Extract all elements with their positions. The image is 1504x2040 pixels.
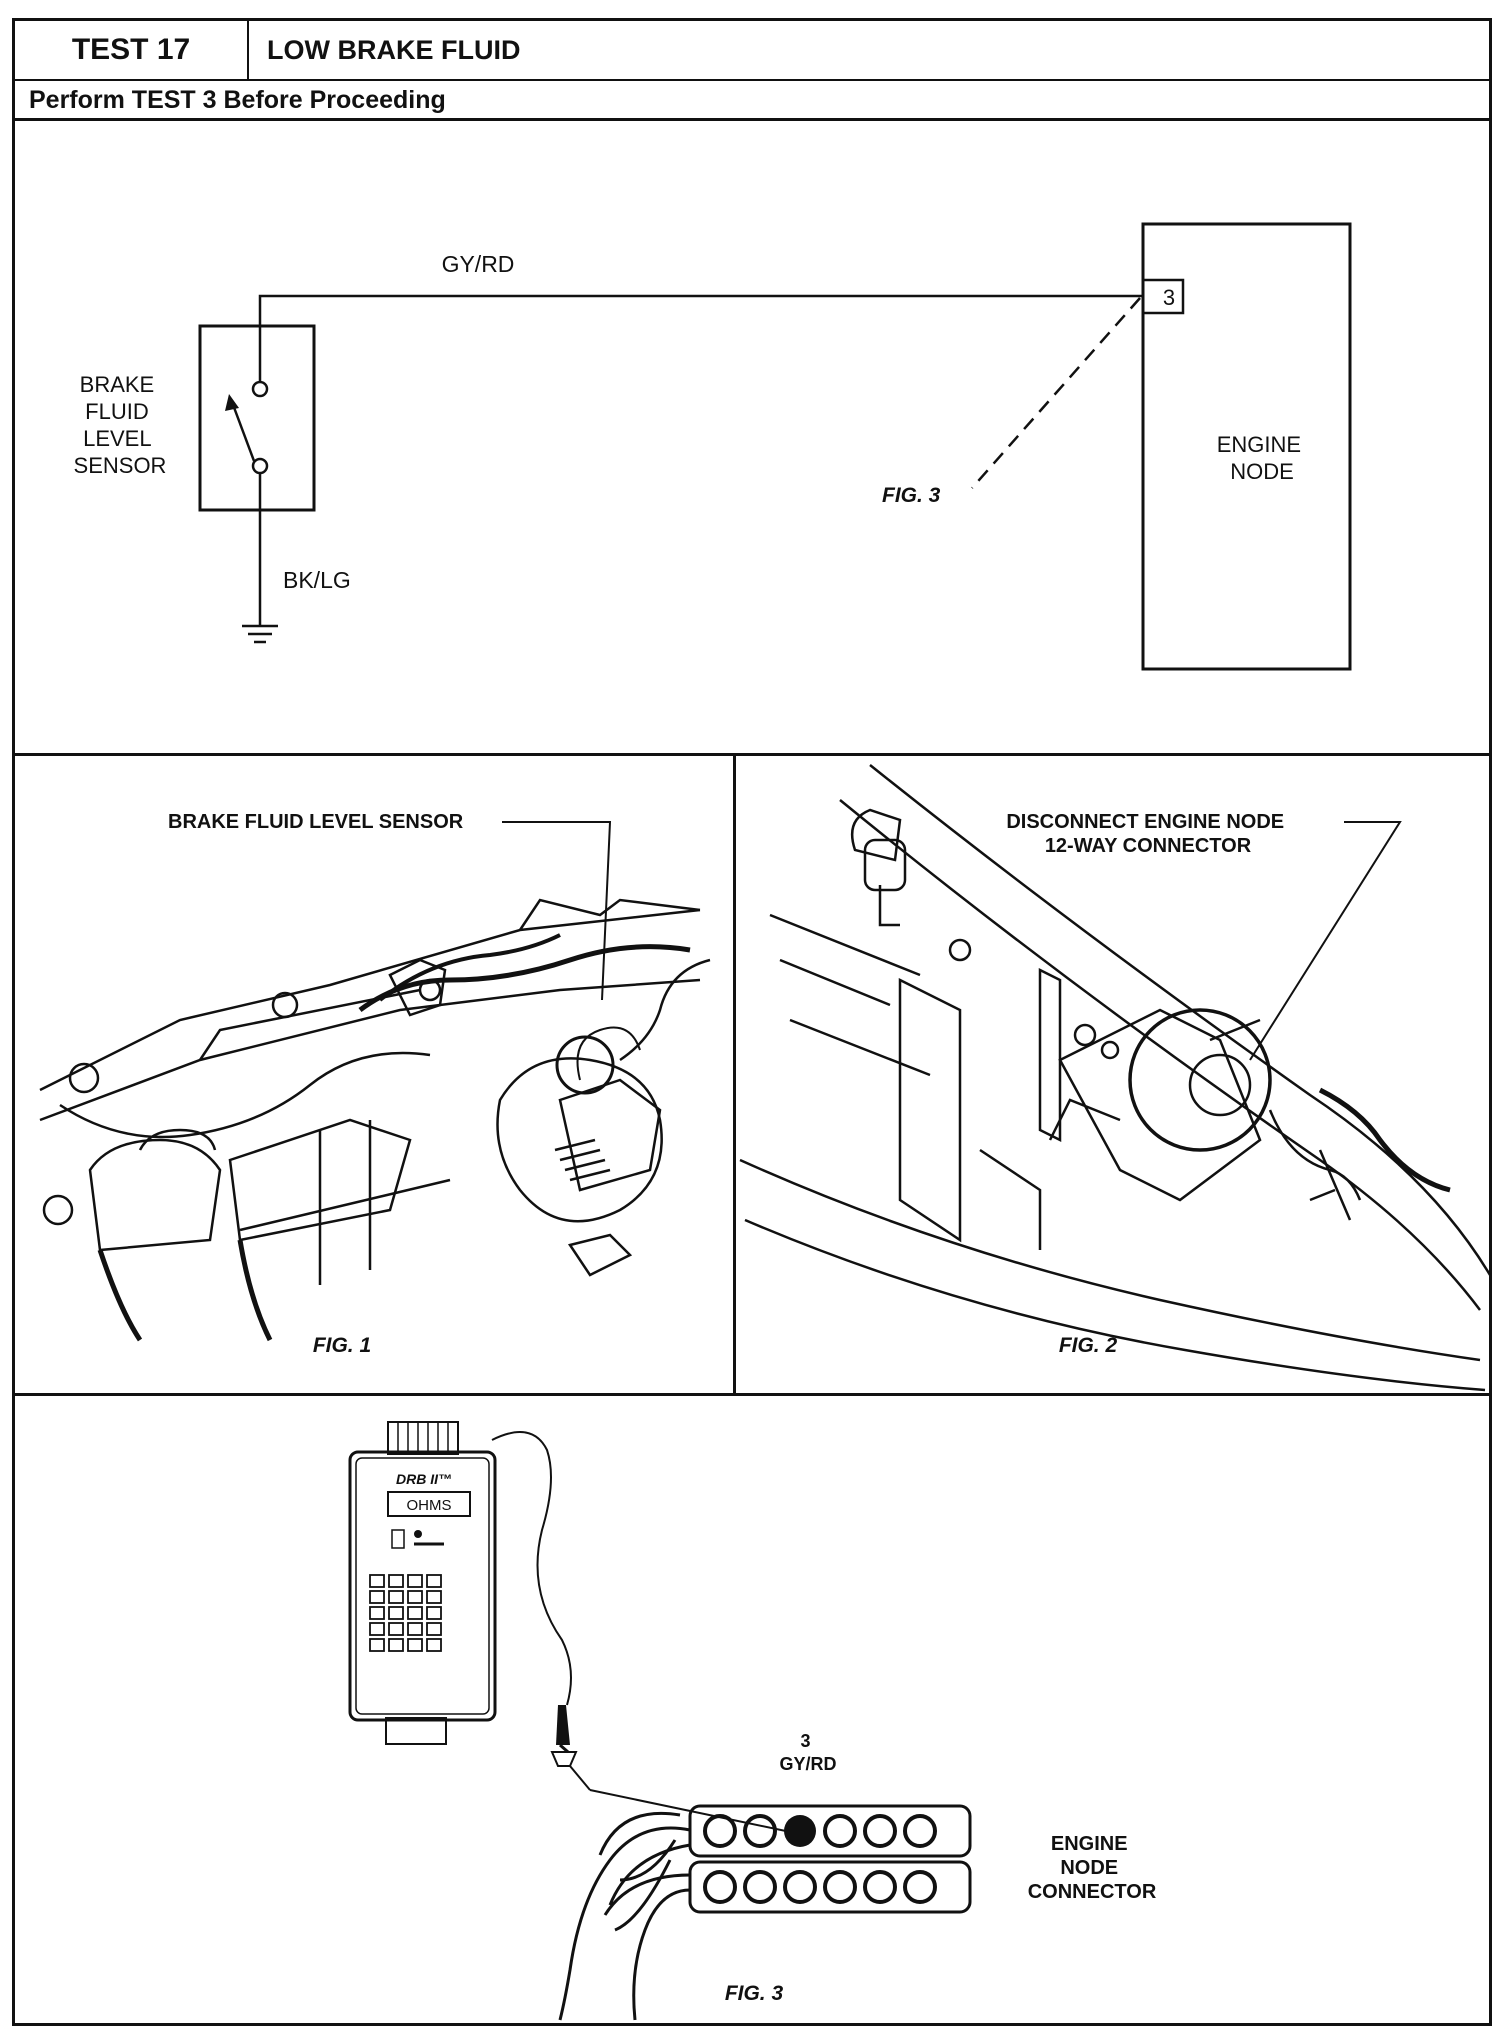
pin-callout-number: 3 xyxy=(800,1731,810,1751)
probe-wire xyxy=(589,1789,801,1835)
wire-label-bk-lg: BK/LG xyxy=(283,567,351,593)
fig3-reference: FIG. 3 xyxy=(882,484,941,507)
sensor-label-line: BRAKE xyxy=(80,372,155,397)
fig1-leader xyxy=(502,821,612,1001)
fig3-panel: DRB II™ OHMS xyxy=(348,1421,1157,2021)
connector-label-line: ENGINE xyxy=(1051,1833,1128,1855)
fig2-callout-line: DISCONNECT ENGINE NODE xyxy=(1006,811,1284,833)
fig2-callout: DISCONNECT ENGINE NODE 12-WAY CONNECTOR xyxy=(1006,811,1289,857)
tester-keypad xyxy=(369,1574,442,1652)
fig1-callout: BRAKE FLUID LEVEL SENSOR xyxy=(168,811,464,833)
fig2-leader xyxy=(1249,821,1402,1061)
pin-number: 3 xyxy=(1163,285,1175,310)
ground-icon xyxy=(242,624,278,644)
fig1-panel: BRAKE FLUID LEVEL SENSOR xyxy=(39,811,711,1357)
wire-gy-rd xyxy=(258,294,1143,382)
divider-fig3 xyxy=(15,1393,1489,1396)
pin-callout: 3 GY/RD xyxy=(779,1731,836,1774)
pin-box xyxy=(1141,278,1185,315)
pin-3-cavity xyxy=(784,1815,816,1847)
fig3-leader xyxy=(971,297,1141,489)
pin-callout-wire: GY/RD xyxy=(779,1754,836,1774)
node-label-line: NODE xyxy=(1230,459,1294,484)
divider-fig1-fig2 xyxy=(733,753,736,1393)
divider-schematic xyxy=(15,753,1489,756)
sensor-label-line: FLUID xyxy=(85,399,149,424)
engine-node-box xyxy=(1141,222,1352,671)
tester-lead xyxy=(491,1431,572,1706)
fig2-callout-line: 12-WAY CONNECTOR xyxy=(1045,835,1252,857)
tester-display xyxy=(387,1491,471,1517)
engine-node-label: ENGINE NODE xyxy=(1217,432,1307,484)
engine-node-connector xyxy=(688,1804,972,1914)
precondition-note: Perform TEST 3 Before Proceeding xyxy=(15,79,1489,121)
connector-label-line: NODE xyxy=(1060,1857,1118,1879)
probe-icon xyxy=(550,1705,591,1791)
tester-display-text: OHMS xyxy=(407,1497,452,1514)
test-id: TEST 17 xyxy=(15,21,249,79)
tester-brand: DRB II™ xyxy=(396,1471,452,1487)
sensor-label: BRAKE FLUID LEVEL SENSOR xyxy=(74,372,167,478)
sensor-label-line: SENSOR xyxy=(74,453,167,478)
wire-harness xyxy=(558,1811,691,2021)
connector-label: ENGINE NODE CONNECTOR xyxy=(1028,1833,1157,1903)
fig2-caption: FIG. 2 xyxy=(1059,1334,1118,1357)
wire-label-gy-rd: GY/RD xyxy=(442,251,515,277)
engine-bay-illustration xyxy=(39,898,711,1342)
fig3-caption: FIG. 3 xyxy=(725,1982,784,2005)
engine-node-mount-illustration xyxy=(739,764,1492,1392)
header-row: TEST 17 LOW BRAKE FLUID xyxy=(15,21,1489,81)
fig2-panel: DISCONNECT ENGINE NODE 12-WAY CONNECTOR xyxy=(739,764,1492,1392)
brake-fluid-level-sensor-box xyxy=(198,324,316,512)
test-title: LOW BRAKE FLUID xyxy=(267,35,521,65)
sensor-label-line: LEVEL xyxy=(83,426,151,451)
drb-tester xyxy=(348,1421,497,1745)
fig1-caption: FIG. 1 xyxy=(313,1334,371,1357)
test-sheet: TEST 17 LOW BRAKE FLUID Perform TEST 3 B… xyxy=(12,18,1492,2026)
node-label-line: ENGINE xyxy=(1217,432,1301,457)
schematic: BRAKE FLUID LEVEL SENSOR GY/RD BK/LG 3 E… xyxy=(74,222,1352,671)
connector-label-line: CONNECTOR xyxy=(1028,1881,1157,1903)
